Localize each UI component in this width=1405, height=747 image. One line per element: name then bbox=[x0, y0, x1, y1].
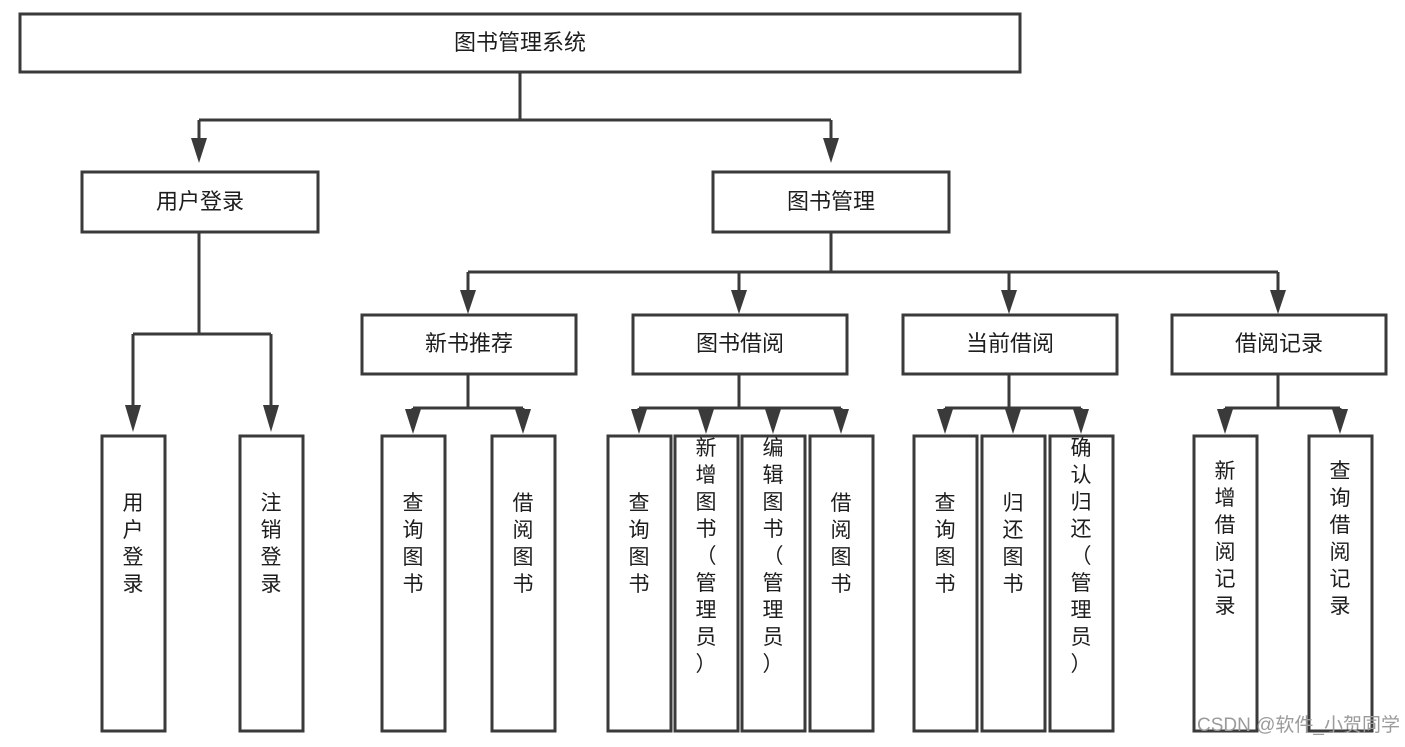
leaf-label: 新增图书（管理员） bbox=[696, 437, 717, 676]
leaf-label: 借阅图书 bbox=[831, 492, 852, 596]
arrow-head-icon bbox=[833, 409, 849, 434]
arrow-head-icon bbox=[191, 138, 207, 163]
leaf-box[interactable] bbox=[606, 434, 673, 733]
arrow-head-icon bbox=[263, 405, 279, 432]
leaf-node[interactable]: 用户登录 bbox=[100, 434, 167, 733]
leaf-box[interactable] bbox=[100, 434, 167, 733]
connector-group-currentborrow bbox=[937, 374, 1089, 434]
leaf-node[interactable]: 注销登录 bbox=[238, 434, 305, 733]
leaf-box[interactable] bbox=[1048, 434, 1115, 733]
node-current-borrow-box[interactable] bbox=[901, 313, 1119, 376]
leaf-node[interactable]: 查询图书 bbox=[380, 434, 447, 733]
arrow-head-icon bbox=[1270, 290, 1286, 314]
node-new-book-recommend-box[interactable] bbox=[360, 313, 578, 376]
node-new-book-recommend-label: 新书推荐 bbox=[425, 331, 513, 356]
arrow-head-icon bbox=[937, 409, 953, 434]
connector-group-bookmgmt bbox=[460, 232, 1286, 314]
leaf-label: 查询图书 bbox=[629, 492, 650, 596]
watermark-label: CSDN @软件_小贺同学 bbox=[1197, 714, 1400, 736]
node-current-borrow[interactable]: 当前借阅 bbox=[901, 313, 1119, 376]
leaf-label: 查询借阅记录 bbox=[1330, 460, 1351, 618]
arrow-head-icon bbox=[765, 409, 781, 434]
arrow-head-icon bbox=[731, 290, 747, 314]
connector-group-bookborrow bbox=[631, 374, 849, 434]
leaf-node[interactable]: 编辑图书（管理员） bbox=[740, 434, 807, 733]
leaf-box[interactable] bbox=[238, 434, 305, 733]
connector-group-borrowrecord bbox=[1217, 374, 1348, 434]
node-book-borrow-box[interactable] bbox=[631, 313, 849, 376]
node-borrow-record-label: 借阅记录 bbox=[1235, 331, 1323, 356]
leaf-box[interactable] bbox=[490, 434, 557, 733]
arrow-head-icon bbox=[1001, 290, 1017, 314]
leaf-node[interactable]: 查询借阅记录 bbox=[1307, 434, 1374, 733]
leaf-label: 注销登录 bbox=[261, 492, 282, 596]
arrow-head-icon bbox=[1217, 409, 1233, 434]
arrow-head-icon bbox=[460, 290, 476, 314]
leaf-box[interactable] bbox=[740, 434, 807, 733]
arrow-head-icon bbox=[515, 409, 531, 434]
leaf-node[interactable]: 新增借阅记录 bbox=[1192, 434, 1259, 733]
node-book-borrow-label: 图书借阅 bbox=[696, 331, 784, 356]
leaf-node[interactable]: 归还图书 bbox=[980, 434, 1047, 733]
node-root-label: 图书管理系统 bbox=[454, 30, 586, 55]
node-book-management-label: 图书管理 bbox=[787, 189, 875, 214]
leaf-node[interactable]: 确认归还（管理员） bbox=[1048, 434, 1115, 733]
node-root[interactable]: 图书管理系统 bbox=[18, 12, 1022, 74]
leaf-box[interactable] bbox=[1307, 434, 1374, 733]
leaf-label: 用户登录 bbox=[123, 492, 144, 596]
leaf-node[interactable]: 借阅图书 bbox=[490, 434, 557, 733]
leaf-box[interactable] bbox=[980, 434, 1047, 733]
arrow-head-icon bbox=[823, 138, 839, 163]
arrow-head-icon bbox=[1005, 409, 1021, 434]
leaf-label: 借阅图书 bbox=[513, 492, 534, 596]
arrow-head-icon bbox=[1073, 409, 1089, 434]
node-new-book-recommend[interactable]: 新书推荐 bbox=[360, 313, 578, 376]
leaf-box[interactable] bbox=[673, 434, 740, 733]
node-current-borrow-label: 当前借阅 bbox=[966, 331, 1054, 356]
leaf-box[interactable] bbox=[1192, 434, 1259, 733]
node-user-login-label: 用户登录 bbox=[156, 189, 244, 214]
node-user-login[interactable]: 用户登录 bbox=[80, 170, 320, 234]
leaf-box[interactable] bbox=[380, 434, 447, 733]
node-borrow-record[interactable]: 借阅记录 bbox=[1170, 313, 1388, 376]
leaf-label: 查询图书 bbox=[935, 492, 956, 596]
arrow-head-icon bbox=[631, 409, 647, 434]
leaf-label: 查询图书 bbox=[403, 492, 424, 596]
leaf-label: 确认归还（管理员） bbox=[1071, 437, 1092, 676]
arrow-head-icon bbox=[125, 405, 141, 432]
node-user-login-box[interactable] bbox=[80, 170, 320, 234]
node-root-box[interactable] bbox=[18, 12, 1022, 74]
arrow-head-icon bbox=[1332, 409, 1348, 434]
leaf-node[interactable]: 查询图书 bbox=[912, 434, 979, 733]
leaf-node[interactable]: 新增图书（管理员） bbox=[673, 434, 740, 733]
leaf-node[interactable]: 查询图书 bbox=[606, 434, 673, 733]
leaf-label: 新增借阅记录 bbox=[1215, 460, 1236, 618]
leaf-node[interactable]: 借阅图书 bbox=[808, 434, 875, 733]
leaf-box[interactable] bbox=[912, 434, 979, 733]
node-borrow-record-box[interactable] bbox=[1170, 313, 1388, 376]
connector-group-newbook bbox=[405, 374, 531, 434]
connector-group-root bbox=[191, 72, 839, 163]
node-book-borrow[interactable]: 图书借阅 bbox=[631, 313, 849, 376]
connector-group-userlogin bbox=[125, 232, 279, 432]
leaf-label: 归还图书 bbox=[1003, 492, 1024, 596]
leaf-label: 编辑图书（管理员） bbox=[763, 437, 784, 676]
leaf-box[interactable] bbox=[808, 434, 875, 733]
arrow-head-icon bbox=[698, 409, 714, 434]
arrow-head-icon bbox=[405, 409, 421, 434]
node-book-management-box[interactable] bbox=[711, 170, 951, 234]
node-book-management[interactable]: 图书管理 bbox=[711, 170, 951, 234]
